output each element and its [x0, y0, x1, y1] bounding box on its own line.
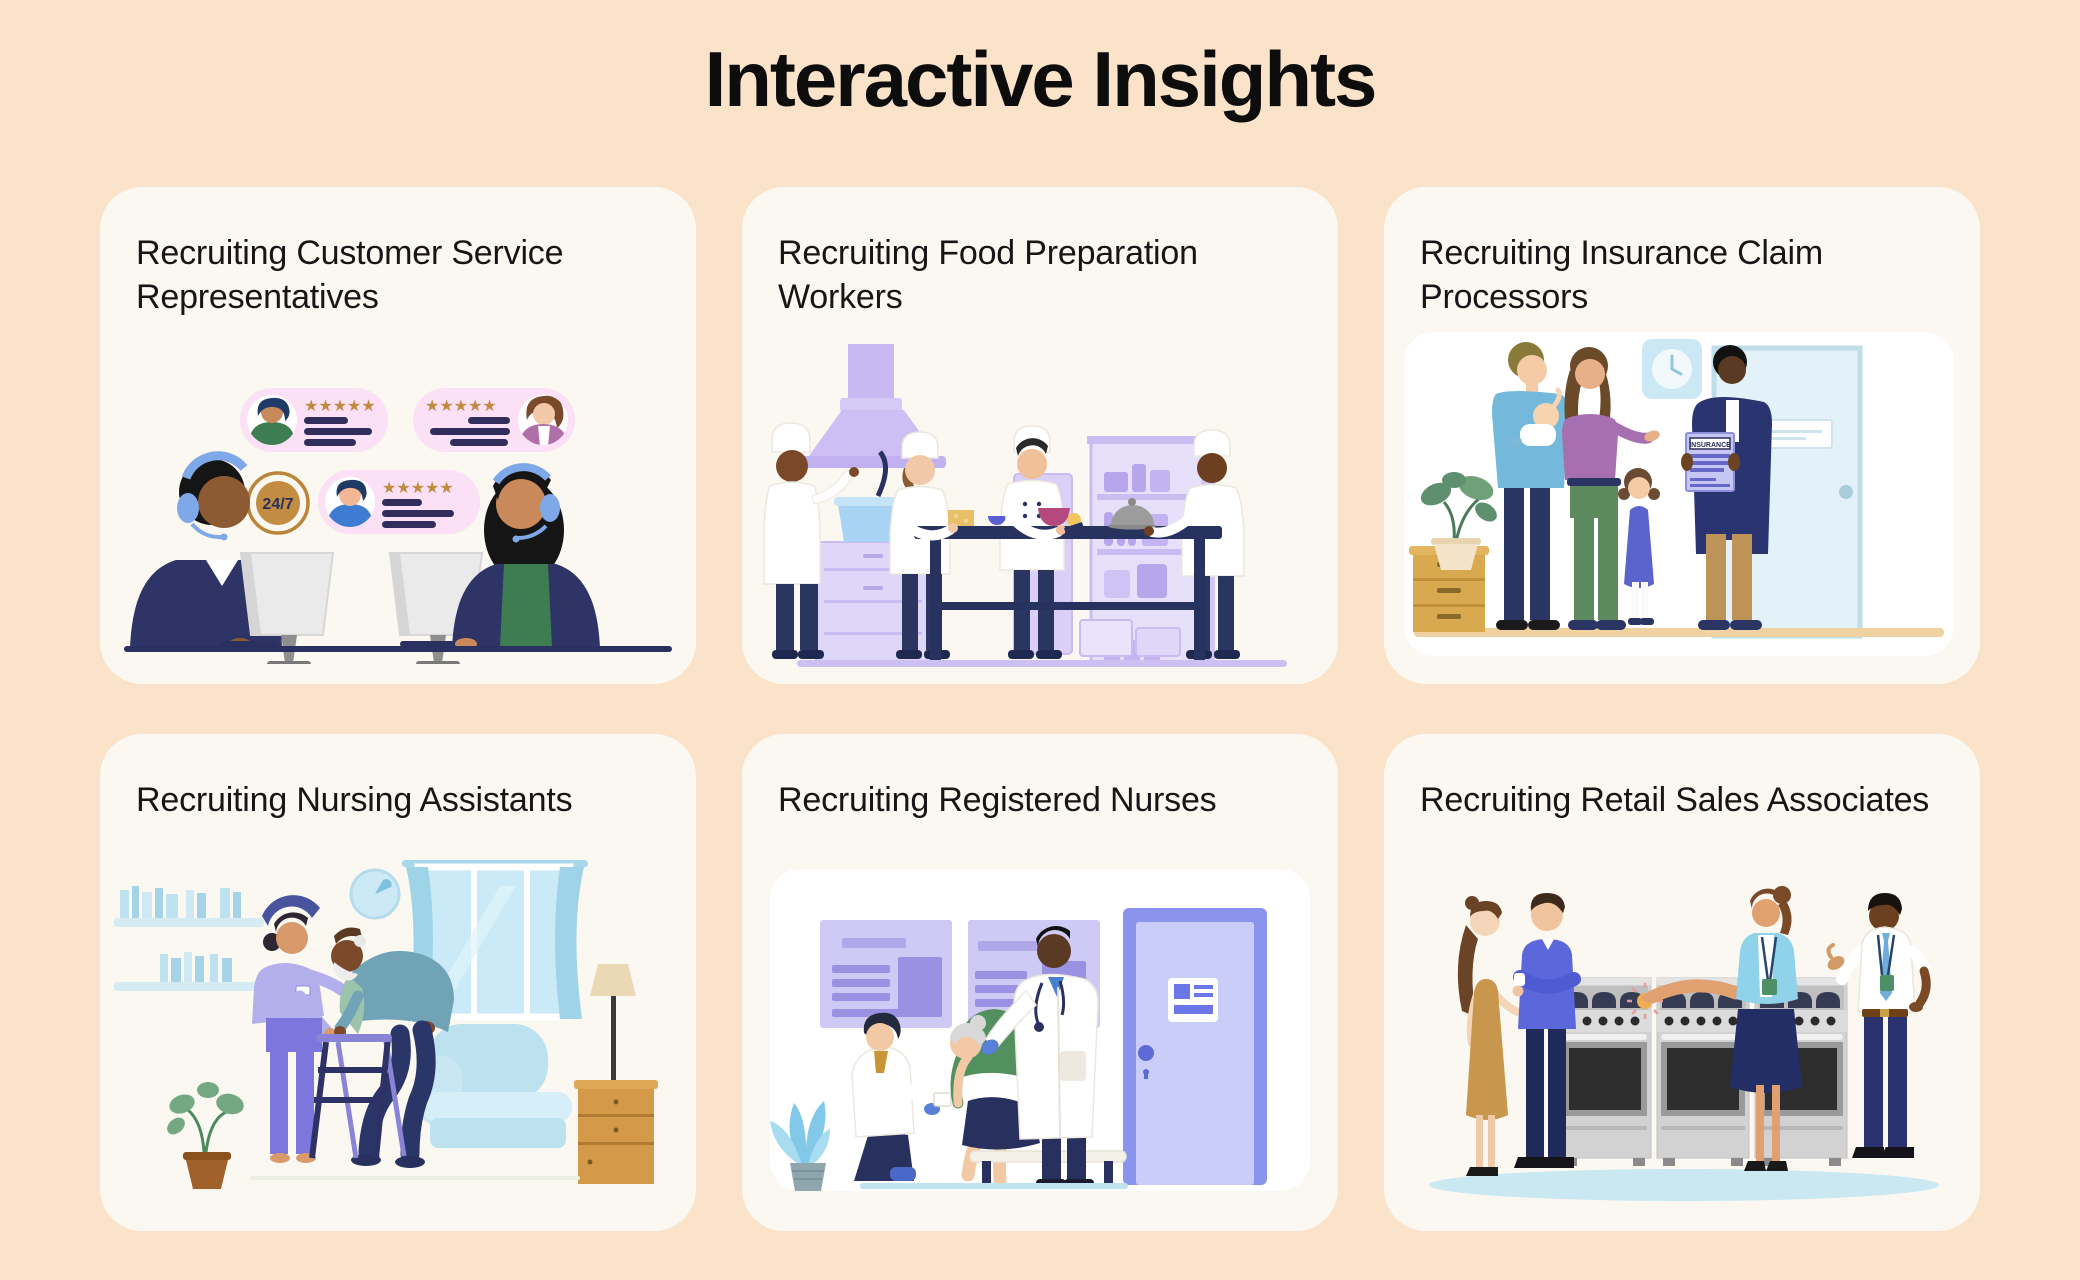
- illustration-container: [1384, 879, 1980, 1209]
- illustration-container: [742, 344, 1338, 674]
- floor-line: [1414, 628, 1944, 637]
- floor-line: [797, 660, 1287, 667]
- decorative-plant: [770, 1101, 830, 1191]
- daughter: [1618, 468, 1660, 625]
- registered-nurses-illustration: [770, 869, 1310, 1191]
- bookshelf: [114, 886, 264, 991]
- keyboard: [220, 641, 278, 647]
- father-with-baby: [1492, 342, 1568, 630]
- retail-sales-illustration: [1429, 886, 1939, 1201]
- call-agent-right: [452, 463, 600, 650]
- illustration-container: ★★★★★ ★★★★★: [100, 354, 696, 664]
- customer-woman: [1457, 896, 1530, 1176]
- svg-text:INSURANCE: INSURANCE: [1689, 442, 1731, 449]
- food-items: [948, 498, 1156, 530]
- customer-man: [1512, 893, 1581, 1168]
- insurance-document: INSURANCE: [1685, 432, 1735, 492]
- customer-service-illustration: ★★★★★ ★★★★★: [124, 388, 672, 664]
- illustration-container: [742, 865, 1338, 1195]
- page-title: Interactive Insights: [704, 35, 1378, 123]
- armchair: [418, 1024, 572, 1148]
- insurance-claim-illustration: INSURANCE: [1404, 332, 1954, 656]
- chef: [999, 425, 1065, 659]
- card-retail-sales[interactable]: Recruiting Retail Sales Associates: [1384, 734, 1980, 1231]
- chef: [763, 422, 859, 659]
- monitor: [239, 552, 335, 664]
- keyboard: [400, 641, 458, 647]
- card-title: Recruiting Insurance Claim Processors: [1420, 234, 1823, 316]
- svg-text:24/7: 24/7: [262, 496, 293, 513]
- card-title: Recruiting Registered Nurses: [778, 781, 1217, 819]
- bulletin-board: [820, 920, 952, 1028]
- walker: [309, 1034, 407, 1159]
- wall-clock-icon: [1642, 339, 1702, 399]
- card-title: Recruiting Customer Service Representati…: [136, 234, 564, 316]
- desk: [124, 646, 672, 652]
- baby: [1533, 403, 1559, 429]
- doctor: [981, 926, 1099, 1188]
- nightstand: [574, 1080, 658, 1184]
- card-title: Recruiting Food Preparation Workers: [778, 234, 1198, 316]
- star-rating-icon: ★★★★★: [425, 396, 497, 415]
- card-title: Recruiting Nursing Assistants: [136, 781, 573, 819]
- review-bubble: ★★★★★: [413, 388, 575, 452]
- card-nursing-assistants[interactable]: Recruiting Nursing Assistants: [100, 734, 696, 1231]
- window: [402, 860, 588, 1021]
- review-bubble: ★★★★★: [318, 470, 480, 534]
- cooking-pot: [834, 450, 908, 542]
- card-food-preparation[interactable]: Recruiting Food Preparation Workers: [742, 187, 1338, 684]
- elderly-patient: [331, 927, 454, 1168]
- insurance-agent: INSURANCE: [1681, 345, 1772, 630]
- nursing-assistants-illustration: [114, 860, 658, 1189]
- sales-associate-woman: [1642, 886, 1802, 1171]
- food-preparation-illustration: [763, 344, 1287, 667]
- potted-plant: [167, 1082, 244, 1189]
- sales-associate-man: [1826, 893, 1931, 1158]
- potted-plant: [1420, 472, 1497, 570]
- star-rating-icon: ★★★★★: [304, 396, 376, 415]
- 24-7-badge-icon: 24/7: [246, 471, 310, 535]
- floor-line: [250, 1176, 580, 1180]
- review-bubble: ★★★★★: [240, 388, 388, 452]
- floor-line: [860, 1183, 1128, 1189]
- illustration-container: INSURANCE: [1384, 330, 1980, 660]
- card-registered-nurses[interactable]: Recruiting Registered Nurses: [742, 734, 1338, 1231]
- card-insurance-claim[interactable]: Recruiting Insurance Claim Processors: [1384, 187, 1980, 684]
- card-customer-service[interactable]: Recruiting Customer Service Representati…: [100, 187, 696, 684]
- mother: [1562, 347, 1660, 630]
- floor-lamp: [590, 964, 636, 1082]
- cards-grid: Recruiting Customer Service Representati…: [100, 187, 1980, 1231]
- star-rating-icon: ★★★★★: [382, 478, 454, 497]
- hospital-door: [1123, 908, 1267, 1185]
- chef-arms: [897, 509, 1199, 541]
- prep-table: [914, 526, 1222, 662]
- card-title: Recruiting Retail Sales Associates: [1420, 781, 1930, 819]
- illustration-container: [100, 846, 696, 1191]
- wall-clock-icon: [349, 868, 401, 920]
- kneeling-nurse: [851, 1012, 952, 1181]
- floor: [1429, 1169, 1939, 1201]
